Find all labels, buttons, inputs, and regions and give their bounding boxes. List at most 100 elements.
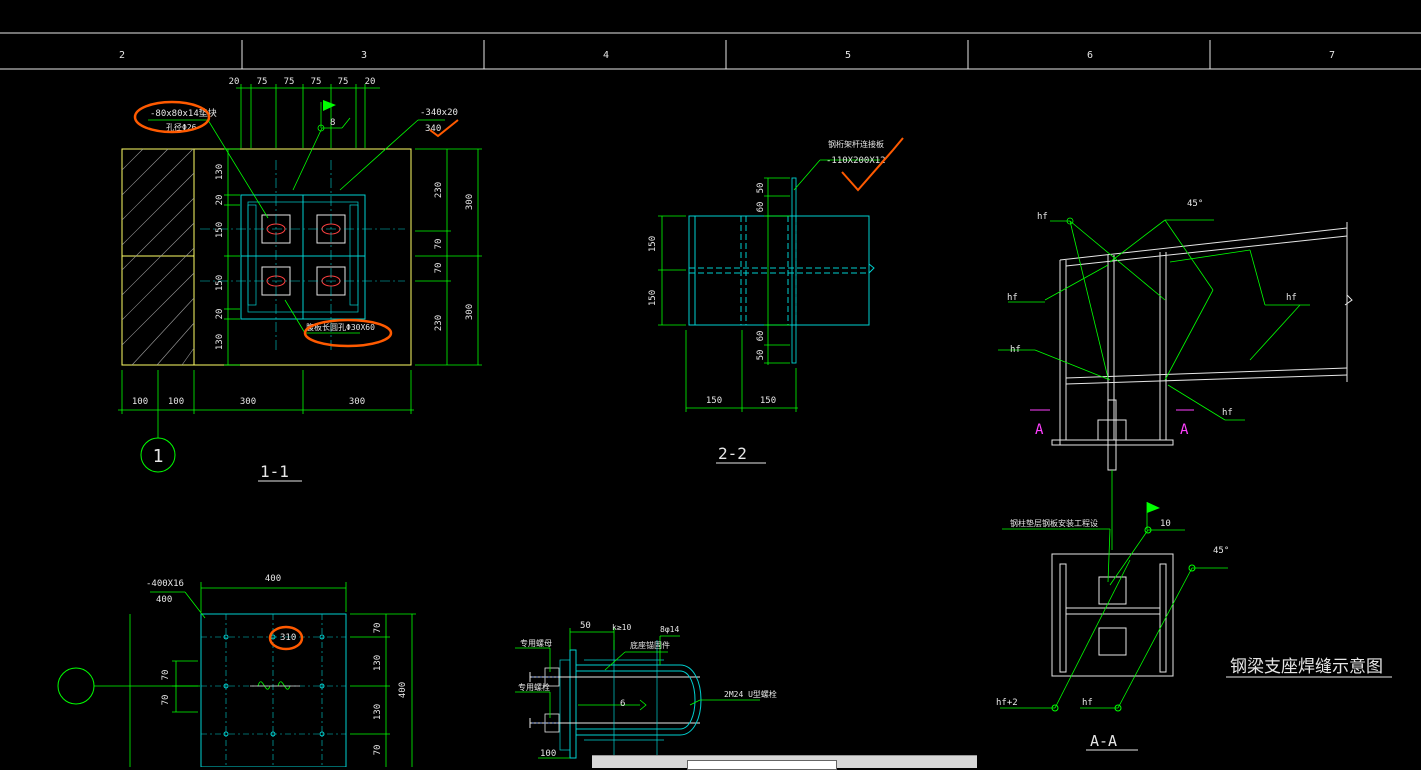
dim-text: 100 <box>132 397 148 407</box>
axis-bubble <box>140 437 176 473</box>
dim-text: 70 <box>161 670 171 681</box>
field-weld-flag-icon <box>1147 502 1160 513</box>
markup-circle <box>303 318 393 348</box>
dim-text: 230 <box>434 315 444 331</box>
label-phi: 8φ14 <box>660 625 679 634</box>
weld-around-symbol <box>317 124 325 132</box>
dim-text: 300 <box>349 397 365 407</box>
dim-text: 150 <box>215 275 225 291</box>
note-line1: 钢桁架杆连接板 <box>828 139 884 149</box>
weld-size: 8 <box>330 118 335 128</box>
dim-text: k≥10 <box>612 623 631 632</box>
dim-text: 150 <box>760 396 776 406</box>
grid-label: 2 <box>119 50 125 61</box>
axis-bubble <box>57 667 95 705</box>
dim-text: 70 <box>373 623 383 634</box>
view-1-1: 20 75 75 75 75 20 100 100 300 300 130 20… <box>118 77 482 482</box>
view-title-1-1: 1-1 <box>260 462 289 481</box>
dim-text: 300 <box>465 304 475 320</box>
dim-text: 20 <box>229 77 240 87</box>
dim-text: 150 <box>706 396 722 406</box>
dim-text: 70 <box>161 695 171 706</box>
dim-text: 70 <box>434 263 444 274</box>
dim-text: 50 <box>580 621 591 631</box>
dim-text: 75 <box>257 77 268 87</box>
view-2-2: 50 60 60 50 150 150 150 150 钢桁架杆连接板 -110… <box>648 137 904 464</box>
markup-check <box>841 137 904 192</box>
command-bar[interactable] <box>592 755 977 770</box>
dim-text: 300 <box>240 397 256 407</box>
dim-text: 150 <box>648 236 658 252</box>
angle-label: 45° <box>1187 199 1203 209</box>
grid-label: 5 <box>845 50 851 61</box>
dim-text: 50 <box>756 183 766 194</box>
dim-text: 400 <box>398 682 408 698</box>
dim-text: 300 <box>465 194 475 210</box>
dim-text: 130 <box>373 704 383 720</box>
dim-text: 70 <box>373 745 383 756</box>
grid-label: 4 <box>603 50 609 61</box>
dim-text: 20 <box>215 309 225 320</box>
dim-text: 150 <box>215 222 225 238</box>
dim-text: 130 <box>215 334 225 350</box>
label-bolt: 专用螺栓 <box>518 682 550 692</box>
field-weld-flag-icon <box>323 100 336 111</box>
dim-text: 230 <box>434 182 444 198</box>
dim-text: 400 <box>265 574 281 584</box>
label-nut: 专用螺母 <box>520 638 552 648</box>
dim-text: 60 <box>756 331 766 342</box>
markup-circle <box>133 100 211 134</box>
dim-text: 150 <box>648 290 658 306</box>
grid-label: 3 <box>361 50 367 61</box>
hf-label: hf <box>1222 408 1233 418</box>
dim-text: 130 <box>215 164 225 180</box>
note-line2: -110X200X12 <box>826 156 886 166</box>
section-mark-left: A <box>1035 422 1044 438</box>
note-plan: 钢柱垫层钢板安装工程设 <box>1010 518 1098 528</box>
dim-text: 70 <box>434 239 444 250</box>
hf-plus2-label: hf+2 <box>996 698 1018 708</box>
grid-label: 6 <box>1087 50 1093 61</box>
hf-label: hf <box>1007 293 1018 303</box>
plate-outline <box>121 148 412 366</box>
note-plate-len: 400 <box>156 595 172 605</box>
section-mark-right: A <box>1180 422 1189 438</box>
dim-text: 20 <box>365 77 376 87</box>
dim-text: 100 <box>168 397 184 407</box>
view-title-2-2: 2-2 <box>718 444 747 463</box>
dim-text: 20 <box>215 195 225 206</box>
dim-text: 50 <box>756 350 766 361</box>
markup-check <box>429 119 459 138</box>
note-plate2-len: 340 <box>425 124 441 134</box>
axis-label: 1 <box>153 446 164 467</box>
weld-mark: 310 <box>280 633 296 643</box>
markup-circle <box>268 625 304 651</box>
hf-label: hf <box>1010 345 1021 355</box>
note-slot: 腹板长圆孔Φ30X60 <box>306 322 375 332</box>
dim-text: 75 <box>311 77 322 87</box>
hf-label: hf <box>1286 293 1297 303</box>
weld-size: 10 <box>1160 519 1171 529</box>
weld-size: 6 <box>620 699 625 709</box>
dim-text: 130 <box>373 655 383 671</box>
view-base-plate: -400X16 400 400 400 70 70 70 130 130 70 … <box>57 574 416 767</box>
note-plate: -80x80x14垫块 <box>150 107 217 119</box>
command-input[interactable] <box>687 760 837 770</box>
angle-label: 45° <box>1213 546 1229 556</box>
grid-axis-strip: 2 3 4 5 6 7 <box>0 32 1421 70</box>
hf-label: hf <box>1082 698 1093 708</box>
dim-text: 60 <box>756 202 766 213</box>
note-plate: -400X16 <box>146 579 184 589</box>
dim-text: 75 <box>338 77 349 87</box>
label-base: 底座锚固件 <box>630 640 670 650</box>
view-weld-diagram: 45° hf hf hf hf hf A A <box>996 199 1392 751</box>
grid-label: 7 <box>1329 50 1335 61</box>
dim-text: 75 <box>284 77 295 87</box>
view-title-a-a: A-A <box>1090 732 1117 750</box>
note-plate2: -340x20 <box>420 108 458 118</box>
label-ubolt: 2M24 U型螺栓 <box>724 689 777 699</box>
dim-text: 100 <box>540 749 556 759</box>
note-hole: 孔径Φ26 <box>166 122 197 132</box>
hf-label: hf <box>1037 212 1048 222</box>
